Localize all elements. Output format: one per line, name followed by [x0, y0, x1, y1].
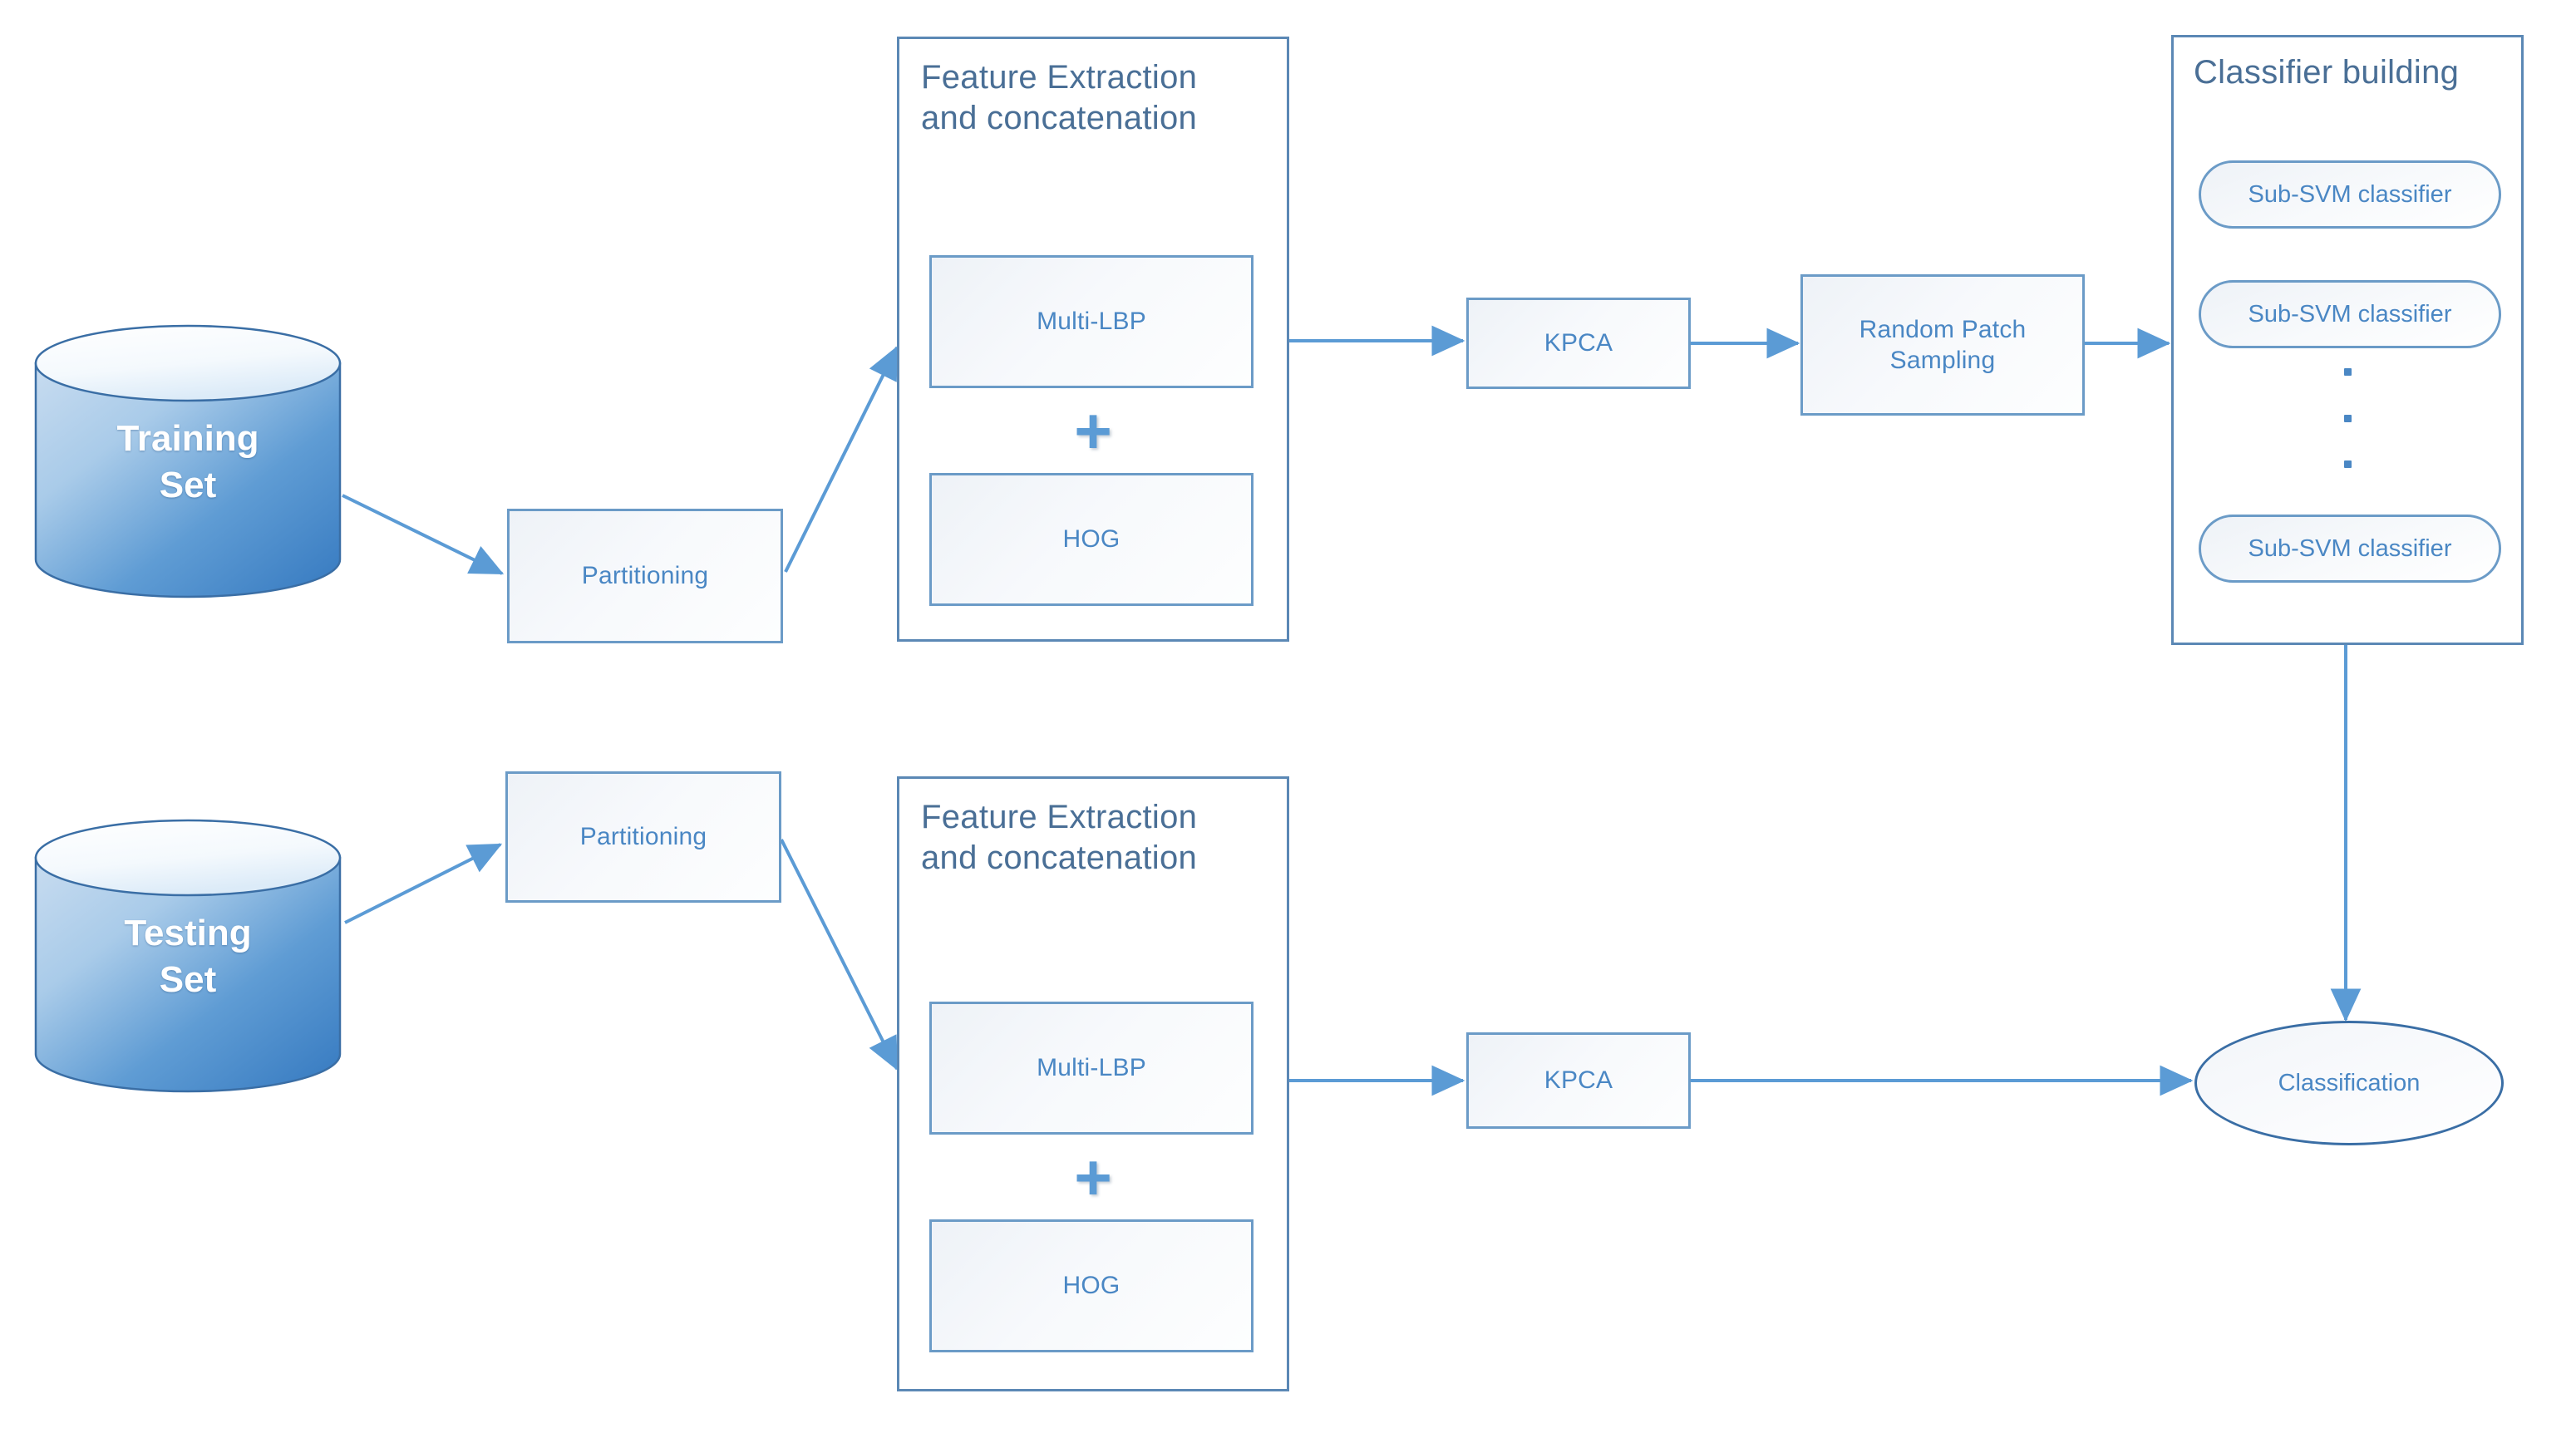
sub-svm-classifier-label: Sub-SVM classifier	[2248, 300, 2452, 327]
feature-extraction-container-testing: Feature Extraction and concatenation Mul…	[897, 776, 1289, 1391]
partitioning-label: Partitioning	[581, 562, 709, 590]
plus-operator-icon: +	[1074, 1140, 1112, 1214]
hog-box[interactable]: HOG	[929, 1219, 1254, 1352]
sub-svm-classifier-label: Sub-SVM classifier	[2248, 180, 2452, 208]
sub-svm-classifier-label: Sub-SVM classifier	[2248, 534, 2452, 562]
classification-ellipse[interactable]: Classification	[2194, 1021, 2504, 1145]
sub-svm-classifier-1[interactable]: Sub-SVM classifier	[2199, 160, 2501, 229]
multi-lbp-box[interactable]: Multi-LBP	[929, 255, 1254, 388]
classification-label: Classification	[2278, 1069, 2421, 1096]
feature-extraction-title: Feature Extraction and concatenation	[921, 59, 1198, 136]
partitioning-box-training[interactable]: Partitioning	[507, 509, 783, 643]
hog-label: HOG	[1062, 525, 1121, 554]
arrow-partitioning-to-feature-extraction-top	[784, 345, 899, 573]
multi-lbp-box[interactable]: Multi-LBP	[929, 1002, 1254, 1135]
training-set-datastore[interactable]: Training Set	[33, 324, 342, 598]
feature-extraction-container-training: Feature Extraction and concatenation Mul…	[897, 37, 1289, 642]
multi-lbp-label: Multi-LBP	[1037, 308, 1146, 336]
vertical-ellipsis-icon	[2342, 368, 2352, 468]
hog-box[interactable]: HOG	[929, 473, 1254, 606]
arrow-training-to-partitioning	[342, 494, 505, 575]
sub-svm-classifier-3[interactable]: Sub-SVM classifier	[2199, 515, 2501, 583]
classifier-building-container: Classifier building Sub-SVM classifier S…	[2171, 35, 2524, 645]
arrow-testing-to-partitioning	[344, 843, 503, 924]
arrow-partitioning-to-feature-extraction-bottom	[780, 839, 899, 1071]
hog-label: HOG	[1062, 1272, 1121, 1300]
database-cylinder-icon	[34, 819, 342, 1093]
feature-extraction-title: Feature Extraction and concatenation	[921, 799, 1198, 876]
kpca-label: KPCA	[1544, 1066, 1613, 1095]
kpca-box-training[interactable]: KPCA	[1466, 298, 1691, 389]
plus-operator-icon: +	[1074, 394, 1112, 467]
kpca-label: KPCA	[1544, 329, 1613, 357]
classifier-building-title: Classifier building	[2194, 54, 2460, 91]
random-patch-sampling-box[interactable]: Random Patch Sampling	[1800, 274, 2085, 416]
sub-svm-classifier-2[interactable]: Sub-SVM classifier	[2199, 280, 2501, 348]
partitioning-label: Partitioning	[579, 823, 707, 851]
database-cylinder-icon	[34, 324, 342, 598]
multi-lbp-label: Multi-LBP	[1037, 1054, 1146, 1082]
testing-set-datastore[interactable]: Testing Set	[33, 819, 342, 1093]
kpca-box-testing[interactable]: KPCA	[1466, 1032, 1691, 1129]
random-patch-sampling-label: Random Patch Sampling	[1859, 315, 2027, 375]
partitioning-box-testing[interactable]: Partitioning	[505, 771, 781, 903]
